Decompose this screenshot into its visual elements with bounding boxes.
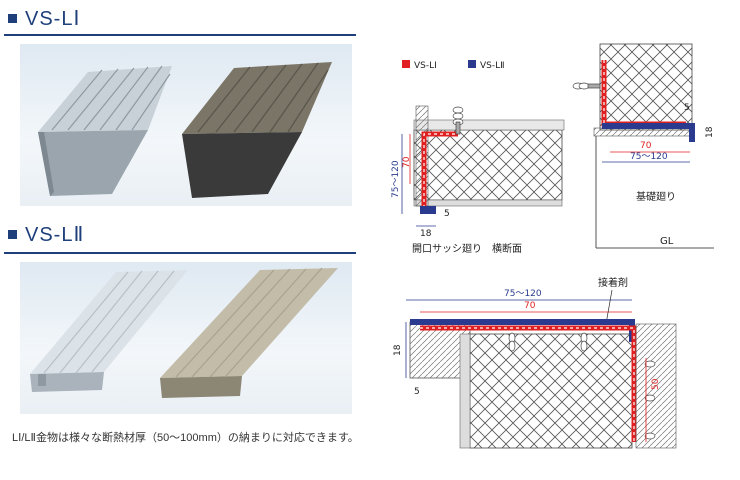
gl-label: GL (660, 236, 674, 247)
dim-5-bottom: 5 (414, 387, 420, 397)
section1-heading: VS-LⅠ (8, 6, 80, 30)
section1-divider (4, 34, 356, 36)
foundation-caption: 基礎廻り (636, 190, 676, 203)
dim-5-foundation: 5 (684, 103, 690, 113)
dim-18-foundation: 18 (705, 126, 715, 138)
legend-label-vs-l2: VS-LⅡ (480, 61, 505, 71)
dim-18-window: 18 (420, 229, 432, 239)
foundation-detail: 70 75〜120 5 18 基礎廻り GL (572, 43, 715, 249)
window-opening-detail: 75〜120 70 18 5 開口サッシ廻り 横断面 (391, 105, 565, 255)
window-caption: 開口サッシ廻り 横断面 (412, 242, 522, 255)
technical-diagram: VS-LⅠ VS-LⅡ 75〜120 70 18 5 (380, 38, 738, 474)
dim-50-bottom: 50 (651, 378, 661, 390)
section2-divider (4, 252, 356, 254)
dim-75-120-foundation: 75〜120 (630, 152, 668, 162)
dim-70-left: 70 (402, 156, 412, 168)
sill-detail: 75〜120 70 接着剤 18 5 (393, 276, 677, 449)
screw-icon (452, 106, 464, 135)
square-bullet-icon (8, 13, 17, 23)
dim-5-window: 5 (444, 209, 450, 219)
dim-70-foundation: 70 (640, 141, 652, 151)
square-bullet-icon (8, 229, 17, 239)
dim-18-bottom: 18 (393, 344, 403, 356)
section2-heading: VS-LⅡ (8, 222, 84, 246)
legend-swatch-vs-l2 (468, 60, 476, 68)
product-photo-vs-l1 (20, 44, 352, 206)
dim-70-bottom: 70 (524, 301, 536, 311)
legend: VS-LⅠ VS-LⅡ (402, 60, 505, 71)
section1-title: VS-LⅠ (25, 7, 81, 30)
legend-label-vs-l1: VS-LⅠ (414, 61, 437, 71)
caption-text: LⅠ/LⅡ金物は様々な断熱材厚（50〜100mm）の納まりに対応できます。 (12, 432, 359, 444)
dim-75-120-left: 75〜120 (391, 160, 401, 198)
product-photo-vs-l2 (20, 262, 352, 414)
legend-swatch-vs-l1 (402, 60, 410, 68)
screw-icon (572, 82, 601, 90)
adhesive-label: 接着剤 (598, 276, 628, 289)
screw-icon (508, 332, 656, 440)
dim-75-120-bottom: 75〜120 (504, 289, 542, 299)
section2-title: VS-LⅡ (25, 223, 85, 246)
